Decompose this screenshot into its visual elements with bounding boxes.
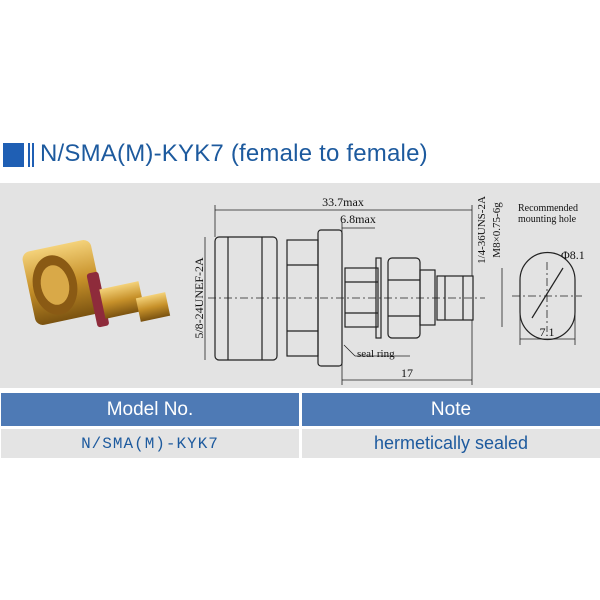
dim-hole-diameter: Φ8.1	[561, 248, 585, 262]
table-cell-note: hermetically sealed	[302, 429, 600, 458]
table-header-model: Model No.	[1, 393, 299, 426]
mounting-hole-label-2: mounting hole	[518, 214, 577, 225]
mounting-hole-label-1: Recommended	[518, 203, 578, 214]
connector-photo	[22, 240, 171, 328]
dim-flange-length: 6.8max	[340, 212, 376, 226]
page-title: N/SMA(M)-KYK7 (female to female)	[40, 140, 428, 167]
dim-thread-left: 5/8-24UNEF-2A	[192, 257, 206, 339]
dim-17: 17	[401, 366, 413, 380]
product-drawing-panel: 33.7max 6.8max 5/8-24UNEF-2A 1/4-36UNS-2…	[0, 183, 600, 388]
dim-thread-right-1: 1/4-36UNS-2A	[476, 196, 488, 264]
table-cell-model: N/SMA(M)-KYK7	[1, 429, 299, 458]
dim-thread-right-2: M8×0.75-6g	[491, 202, 503, 258]
technical-drawing: 33.7max 6.8max 5/8-24UNEF-2A 1/4-36UNS-2…	[22, 195, 585, 385]
title-marker-line	[32, 143, 34, 167]
dim-overall-length: 33.7max	[322, 195, 364, 209]
dim-hole-flat: 7.1	[540, 325, 555, 339]
seal-ring-label: seal ring	[357, 348, 395, 360]
title-marker-line	[28, 143, 30, 167]
table-header-note: Note	[302, 393, 600, 426]
title-marker-icon	[3, 143, 24, 167]
